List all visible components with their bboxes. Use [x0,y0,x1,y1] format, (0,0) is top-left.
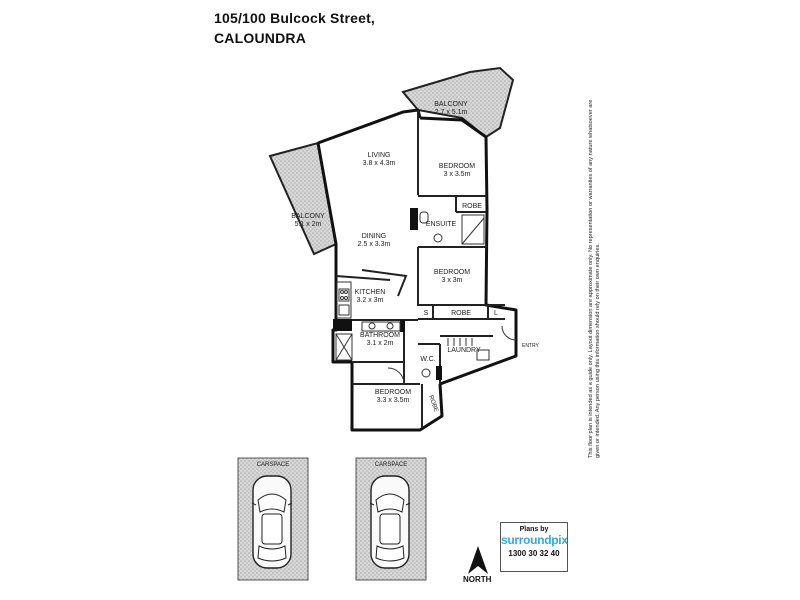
plan-title-suburb: CALOUNDRA [214,30,307,46]
wall-block-ensuite [410,208,418,230]
logo-plans-by: Plans by [519,526,549,533]
stove-ring-2 [344,290,348,294]
label-bedroom-3: BEDROOM [375,389,411,396]
wall-bedroom3-west [350,362,444,432]
ensuite-shower [461,214,485,245]
wall-west [316,142,338,318]
plan-title-address: 105/100 Bulcock Street, [214,10,376,26]
label-dining: DINING [362,233,387,240]
surroundpix-logo: Plans by surroundpix 1300 30 32 40 [500,522,568,572]
balcony-top-area [401,66,515,139]
car-1-icon [251,475,293,569]
size-dining: 2.5 x 3.3m [358,241,391,248]
label-robe-2: ROBE [451,310,471,317]
size-bedroom-1: 3 x 3.5m [444,171,471,178]
wall-living-north [317,108,422,145]
label-laundry: LAUNDRY [447,347,481,354]
wc-toilet [421,368,431,378]
laundry-tub [476,349,490,361]
carspace-1: CARSPACE [237,457,309,581]
label-bedroom-2: BEDROOM [434,269,470,276]
balcony-left-area [268,141,338,256]
size-balcony-top: 2.7 x 5.1m [435,109,468,116]
size-kitchen: 3.2 x 3m [357,297,384,304]
label-entry: ENTRY [522,343,540,349]
stove-ring-4 [344,296,348,300]
label-s: S [424,310,429,317]
carspace-1-label: CARSPACE [257,462,290,468]
north-label: NORTH [463,575,492,584]
bath-basin-1 [368,322,376,330]
wall-dining-bench [361,269,408,297]
wall-block-bath [400,320,405,332]
bath-shower-diag2 [335,333,353,361]
wall-kitchen-bench-top [335,275,391,281]
disclaimer-text: This floor plan is intended as a guide o… [588,99,602,458]
bath-vanity [361,321,401,332]
label-bedroom-1: BEDROOM [439,163,475,170]
label-l: L [494,310,498,317]
kitchen-stove [338,288,350,302]
label-wc: W.C. [420,356,435,363]
label-bathroom: BATHROOM [360,332,400,339]
kitchen-bench [336,281,352,319]
logo-phone: 1300 30 32 40 [508,549,560,558]
label-kitchen: KITCHEN [355,289,386,296]
kitchen-sink [338,304,350,316]
wall-block-kitchen [333,319,352,331]
north-arrow-icon [468,546,488,574]
bath-basin-2 [386,322,394,330]
wall-laundry-south [439,340,518,386]
carspace-2: CARSPACE [355,457,427,581]
size-living: 3.8 x 4.3m [363,160,396,167]
bath-shower [335,333,353,361]
carspace-2-label: CARSPACE [375,462,408,468]
size-balcony-left: 5.1 x 2m [295,221,322,228]
door-swing-bed3 [387,367,405,385]
label-ensuite: ENSUITE [426,221,457,228]
label-robe-3: ROBE [427,395,438,413]
size-bedroom-3: 3.3 x 3.5m [377,397,410,404]
car-2-icon [369,475,411,569]
size-bedroom-2: 3 x 3m [441,277,462,284]
stove-ring-1 [340,290,344,294]
ensuite-shower-diag [461,217,485,245]
ensuite-toilet [419,211,429,224]
size-bathroom: 3.1 x 2m [367,340,394,347]
wall-block-wc [436,366,442,380]
stove-ring-3 [340,296,344,300]
label-robe-1: ROBE [462,203,482,210]
door-swing-entry [501,325,517,341]
label-living: LIVING [368,152,391,159]
wall-bedroom-north [419,116,489,211]
ensuite-basin [433,233,443,243]
logo-brand: surroundpix [501,533,568,547]
label-balcony-top: BALCONY [434,101,468,108]
label-balcony-left: BALCONY [291,213,325,220]
wall-east [484,209,518,340]
